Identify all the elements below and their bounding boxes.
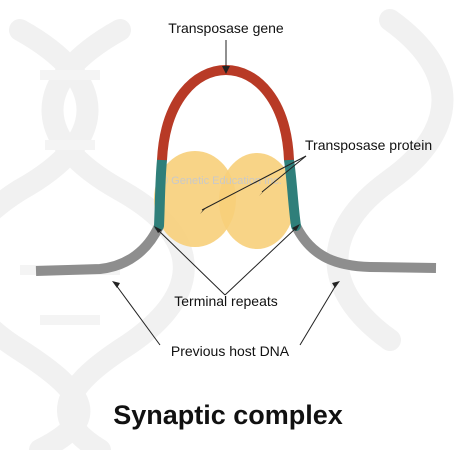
label-previous-host-dna: Previous host DNA (171, 343, 290, 359)
pointer-lines (115, 40, 337, 346)
arrowhead-repeat-right (292, 224, 300, 231)
background-helix-rungs (20, 70, 120, 325)
host-dna-left (35, 223, 164, 276)
label-transposase-gene: Transposase gene (168, 20, 284, 36)
pointer-host-right (299, 284, 337, 346)
pointer-host-left (115, 284, 161, 346)
arrowhead-protein-right (259, 188, 266, 196)
background-helix (0, 9, 454, 450)
arrowhead-host-right (332, 281, 340, 288)
arrowhead-host-left (112, 281, 120, 288)
label-terminal-repeats: Terminal repeats (174, 293, 278, 309)
terminal-repeat-left (154, 155, 167, 231)
transposase-gene-arch (157, 65, 294, 161)
diagram-title: Synaptic complex (113, 400, 343, 430)
label-transposase-protein: Transposase protein (305, 137, 432, 153)
pointer-repeat-left (157, 229, 226, 296)
watermark-text: © Genetic Education Inc. (160, 175, 282, 187)
pointer-arrowheads (112, 66, 340, 288)
arrowhead-protein-left (200, 206, 208, 214)
transposase-protein-right (219, 153, 295, 249)
pointer-repeat-right (224, 227, 297, 296)
host-dna-right (291, 223, 437, 273)
pointer-protein-left (201, 155, 307, 211)
arrowhead-repeat-left (154, 226, 162, 233)
terminal-repeat-right (284, 155, 301, 231)
transposase-protein-left (154, 151, 236, 247)
arrowhead-gene (222, 66, 230, 74)
pointer-protein-right (261, 155, 307, 193)
